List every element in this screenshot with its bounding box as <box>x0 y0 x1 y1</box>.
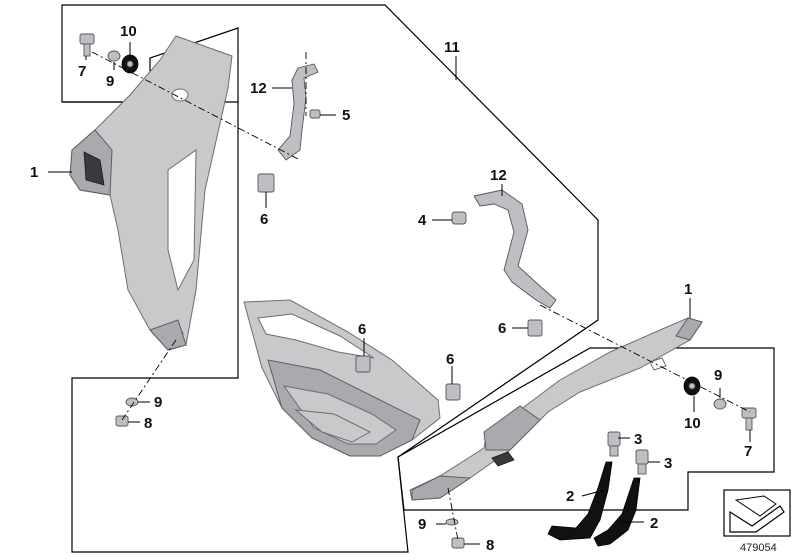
centerline-top-left <box>91 51 301 161</box>
callout-7-left: 7 <box>78 63 86 80</box>
bracket-middle <box>473 189 557 309</box>
washer-right <box>713 398 727 410</box>
top-left-inset-frame <box>62 27 239 103</box>
screw-lower-right <box>451 537 465 549</box>
clip-nut-cowl-left <box>355 355 371 373</box>
callout-1-left: 1 <box>30 164 38 181</box>
callout-9-top: 9 <box>106 73 114 90</box>
callout-2-left: 2 <box>566 488 574 505</box>
left-side-fairing <box>69 35 233 351</box>
orientation-arrow-icon <box>723 489 791 537</box>
reference-number: 479054 <box>740 542 777 554</box>
callout-5: 5 <box>342 107 350 124</box>
callout-8-right: 8 <box>486 537 494 554</box>
callout-6-cowl-left: 6 <box>358 321 366 338</box>
callout-2-right: 2 <box>650 515 658 532</box>
callout-11: 11 <box>444 39 460 56</box>
callout-12-upper: 12 <box>250 80 267 97</box>
hose-right <box>593 477 641 547</box>
right-side-fairing <box>409 317 703 501</box>
callout-3-left: 3 <box>634 431 642 448</box>
screw-lower-left <box>115 415 129 427</box>
callout-6-cowl-right: 6 <box>446 351 454 368</box>
centerline-right <box>539 304 751 413</box>
callout-6-upper: 6 <box>260 211 268 228</box>
washer-lower-right <box>445 518 459 526</box>
clip-nut-cowl-right <box>445 383 461 401</box>
grommet-right <box>683 376 701 396</box>
callout-1-right: 1 <box>684 281 692 298</box>
screw-bracket-middle <box>451 211 467 225</box>
clip-nut-middle <box>527 319 543 337</box>
callout-8-left: 8 <box>144 415 152 432</box>
callout-10-top: 10 <box>120 23 137 40</box>
hose-left <box>547 461 613 541</box>
callout-3-right: 3 <box>664 455 672 472</box>
right-inset-frame <box>397 347 775 511</box>
centerline-lower-right <box>447 487 459 541</box>
callout-4: 4 <box>418 212 427 229</box>
lower-center-cowl <box>243 299 441 457</box>
callout-9-right: 9 <box>714 367 722 384</box>
leader-2-left <box>581 489 605 497</box>
callout-10-right: 10 <box>684 415 701 432</box>
bracket-upper <box>277 63 319 161</box>
clip-nut-upper <box>257 173 275 193</box>
grommet-top-left <box>121 54 139 74</box>
bolt-left <box>607 431 621 457</box>
bolt-right <box>635 449 649 475</box>
screw-right <box>741 407 757 431</box>
centerline-lower-left <box>121 339 177 421</box>
callout-6-middle: 6 <box>498 320 506 337</box>
callout-9-left: 9 <box>154 394 162 411</box>
screw-top-left <box>79 33 95 57</box>
callout-7-right: 7 <box>744 443 752 460</box>
washer-top-left <box>107 50 121 62</box>
callout-9-lower: 9 <box>418 516 426 533</box>
callout-12-middle: 12 <box>490 167 507 184</box>
screw-bracket-upper <box>309 109 321 119</box>
